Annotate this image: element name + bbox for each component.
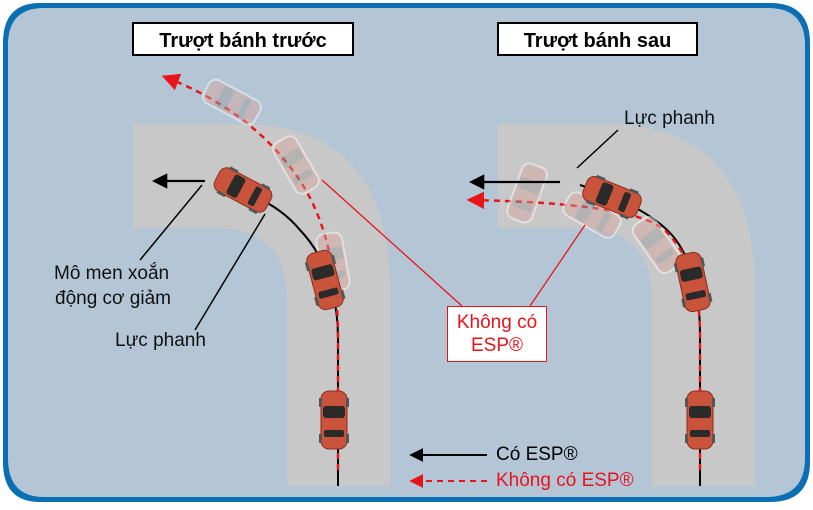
car-left-straight bbox=[318, 390, 350, 450]
no-esp-box-line2: ESP® bbox=[470, 335, 524, 356]
title-rear-skid: Trượt bánh sau bbox=[497, 22, 698, 56]
leader-torque bbox=[139, 184, 203, 261]
label-brake-right: Lực phanh bbox=[624, 108, 715, 129]
label-torque-line1: Mô men xoắn bbox=[54, 263, 170, 284]
connector-right bbox=[529, 224, 586, 307]
leader-brake-left bbox=[194, 213, 266, 331]
no-esp-box: Không có ESP® bbox=[447, 306, 547, 362]
car-right-straight bbox=[684, 390, 716, 450]
connector-left bbox=[321, 179, 463, 307]
legend-without-esp: Không có ESP® bbox=[496, 470, 634, 491]
legend-with-esp: Có ESP® bbox=[496, 444, 578, 465]
title-front-skid: Trượt bánh trước bbox=[132, 22, 354, 56]
label-brake-left: Lực phanh bbox=[115, 330, 206, 351]
no-esp-box-line1: Không có bbox=[456, 312, 538, 333]
label-torque-line2: động cơ giảm bbox=[55, 288, 171, 309]
leader-brake-right bbox=[576, 129, 619, 169]
